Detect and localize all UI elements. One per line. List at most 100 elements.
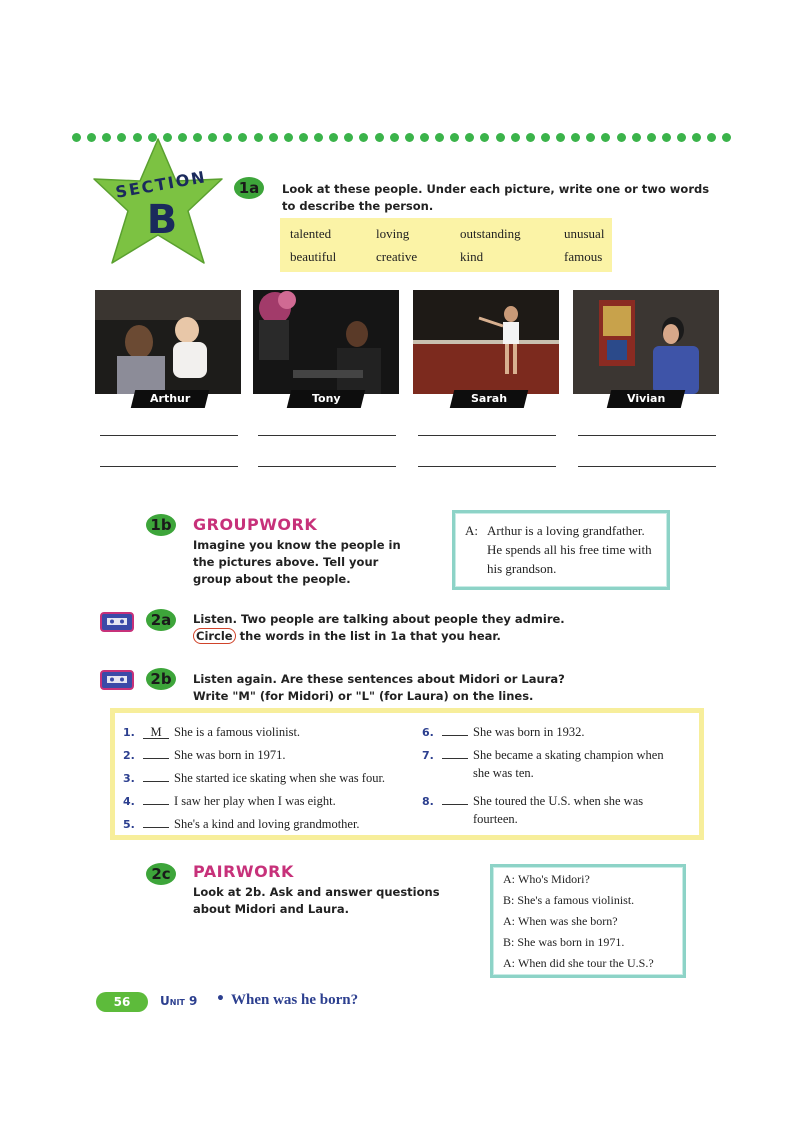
exercise-1b-instruction: Imagine you know the people in the pictu… xyxy=(193,538,401,586)
sentence-continuation: fourteen. xyxy=(473,812,518,826)
answer-blank[interactable] xyxy=(442,746,468,759)
speaker-label: A: xyxy=(465,523,478,538)
exercise-2a-badge: 2a xyxy=(146,609,176,631)
exercise-1a-instruction: Look at these people. Under each picture… xyxy=(282,182,710,213)
exercise-2a-instruction: Listen. Two people are talking about peo… xyxy=(193,611,653,645)
dialogue-line: He spends all his free time with xyxy=(487,542,652,557)
divider-dot xyxy=(571,132,581,142)
divider-dot xyxy=(253,132,263,142)
cassette-tape-icon xyxy=(100,670,134,694)
photo-sarah xyxy=(413,290,559,394)
word-item: kind xyxy=(460,249,484,264)
exercise-2b-line1: Listen again. Are these sentences about … xyxy=(193,672,565,686)
dialogue-line: his grandson. xyxy=(487,561,557,576)
word-item: creative xyxy=(376,249,418,264)
word-list-box: talented loving outstanding unusual beau… xyxy=(280,218,612,272)
divider-dot xyxy=(661,132,671,142)
dialogue-line: B: She's a famous violinist. xyxy=(503,893,635,907)
answer-line[interactable] xyxy=(258,466,396,467)
name-tag-vivian: Vivian xyxy=(606,390,686,408)
divider-dot xyxy=(102,132,112,142)
dialogue-line: B: She was born in 1971. xyxy=(503,935,625,949)
exercise-2a-line2-wrap: Circle the words in the list in 1a that … xyxy=(193,628,653,645)
divider-dot xyxy=(435,132,444,142)
divider-dot xyxy=(359,132,369,142)
divider-dot xyxy=(616,132,626,142)
answer-blank[interactable] xyxy=(442,723,468,736)
word-item: beautiful xyxy=(290,249,337,264)
sentence-item: 6.She was born in 1932. xyxy=(422,723,585,739)
word-item: loving xyxy=(376,226,410,241)
sentence-item: 3.She started ice skating when she was f… xyxy=(123,769,386,785)
exercise-2a-line2: the words in the list in 1a that you hea… xyxy=(235,629,501,643)
name-tag-arthur: Arthur xyxy=(130,390,210,408)
answer-blank[interactable] xyxy=(143,769,169,782)
word-item: unusual xyxy=(564,226,605,241)
word-item: famous xyxy=(564,249,603,264)
divider-dot xyxy=(298,132,308,142)
footer-bullet: • xyxy=(216,991,225,1007)
exercise-2c-instruction: Look at 2b. Ask and answer questions abo… xyxy=(193,885,440,916)
divider-dot xyxy=(162,132,172,142)
word-item: talented xyxy=(290,226,332,241)
answer-line[interactable] xyxy=(100,466,238,467)
divider-dot xyxy=(404,132,414,142)
divider-dot xyxy=(177,132,187,142)
page-number: 56 xyxy=(96,992,148,1012)
divider-dot xyxy=(646,132,656,142)
exercise-1a-badge: 1a xyxy=(234,177,264,199)
dialogue-line: A: When did she tour the U.S.? xyxy=(503,956,654,970)
answer-line[interactable] xyxy=(578,466,716,467)
answer-blank[interactable] xyxy=(143,815,169,828)
answer-line[interactable] xyxy=(258,435,396,436)
divider-dot xyxy=(465,132,475,142)
exercise-2b-line2: Write "M" (for Midori) or "L" (for Laura… xyxy=(193,689,534,703)
divider-dot xyxy=(450,132,460,142)
name-tag-tony: Tony xyxy=(286,390,366,408)
pairwork-dialogue-box: A: Who's Midori? B: She's a famous violi… xyxy=(490,864,686,978)
circle-word: Circle xyxy=(193,628,236,644)
divider-dot xyxy=(283,132,293,142)
sentence-item: 2.She was born in 1971. xyxy=(123,746,286,762)
divider-dot xyxy=(238,132,248,142)
divider-dot xyxy=(72,132,81,142)
divider-dot xyxy=(117,132,127,142)
section-letter: B xyxy=(146,197,178,243)
cassette-tape-icon xyxy=(100,612,134,636)
exercise-2c-badge: 2c xyxy=(146,863,176,885)
exercise-2a-line1: Listen. Two people are talking about peo… xyxy=(193,612,565,626)
name-tag-sarah: Sarah xyxy=(449,390,529,408)
divider-dot xyxy=(193,132,202,142)
groupwork-heading: GROUPWORK xyxy=(193,515,318,534)
divider-dot xyxy=(147,132,157,142)
unit-title: When was he born? xyxy=(231,992,359,1008)
divider-dot xyxy=(419,132,429,142)
answer-blank[interactable] xyxy=(143,746,169,759)
photo-vivian xyxy=(573,290,719,394)
unit-label: Unit 9 xyxy=(160,994,198,1008)
divider-dot xyxy=(480,132,490,142)
divider-dot xyxy=(87,132,97,142)
section-star-badge: SECTION B xyxy=(88,135,228,275)
divider-dot xyxy=(132,132,142,142)
divider-dot xyxy=(631,132,641,142)
answer-line[interactable] xyxy=(100,435,238,436)
answer-line[interactable] xyxy=(418,466,556,467)
sentence-continuation: she was ten. xyxy=(473,766,534,780)
answer-blank[interactable] xyxy=(143,792,169,805)
sentence-item: 8.She toured the U.S. when she was xyxy=(422,792,644,808)
exercise-1b-badge: 1b xyxy=(146,514,176,536)
divider-dot xyxy=(268,132,278,142)
answer-blank[interactable] xyxy=(442,792,468,805)
photo-tony xyxy=(253,290,399,394)
exercise-2b-instruction: Listen again. Are these sentences about … xyxy=(193,671,653,705)
divider-dot xyxy=(208,132,218,142)
divider-dot xyxy=(389,132,399,142)
exercise-2b-badge: 2b xyxy=(146,668,176,690)
answer-line[interactable] xyxy=(578,435,716,436)
answer-line[interactable] xyxy=(418,435,556,436)
answer-blank[interactable]: M xyxy=(143,726,169,739)
divider-dot xyxy=(707,132,717,142)
sentence-item: 5.She's a kind and loving grandmother. xyxy=(123,815,360,831)
divider-dot xyxy=(692,132,702,142)
